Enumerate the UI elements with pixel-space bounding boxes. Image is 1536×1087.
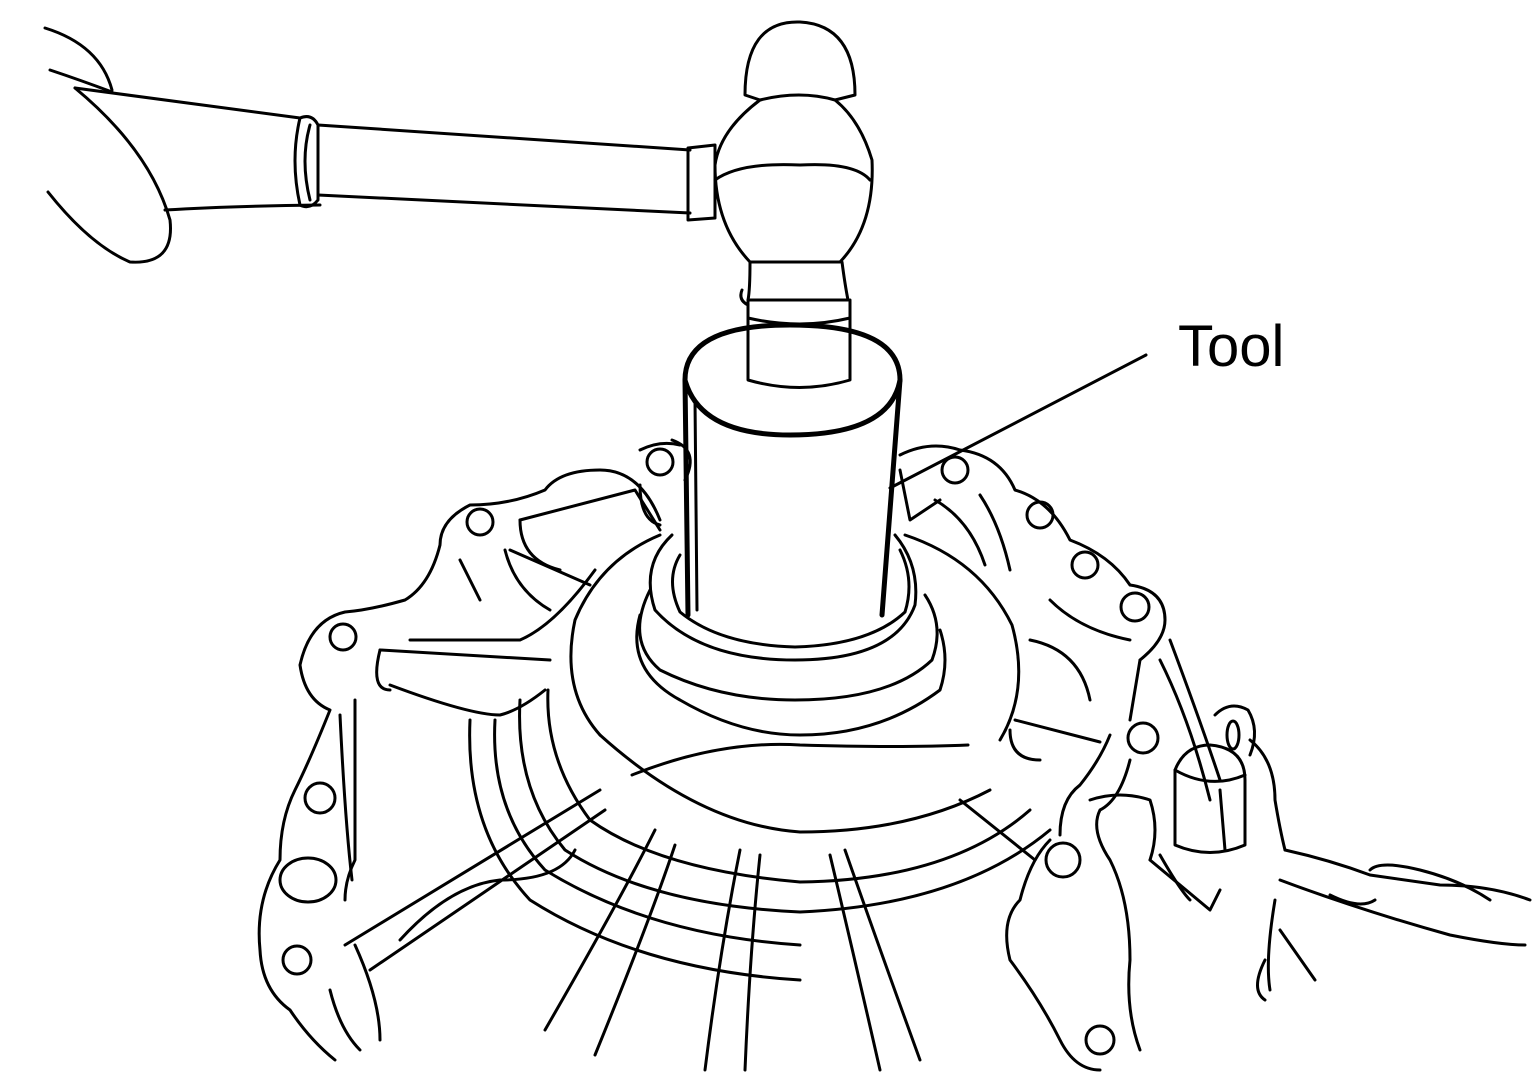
tool-sleeve: [682, 322, 903, 618]
tool-callout-label: Tool: [1178, 314, 1285, 379]
housing-boss: [1088, 704, 1532, 1002]
callout-leader-line: [888, 353, 1148, 490]
housing-ribs: [343, 468, 1132, 1072]
housing-flange: [257, 438, 1222, 1072]
bearing-rings: [468, 533, 1052, 982]
hand: [43, 26, 322, 264]
hammer: [293, 20, 874, 389]
